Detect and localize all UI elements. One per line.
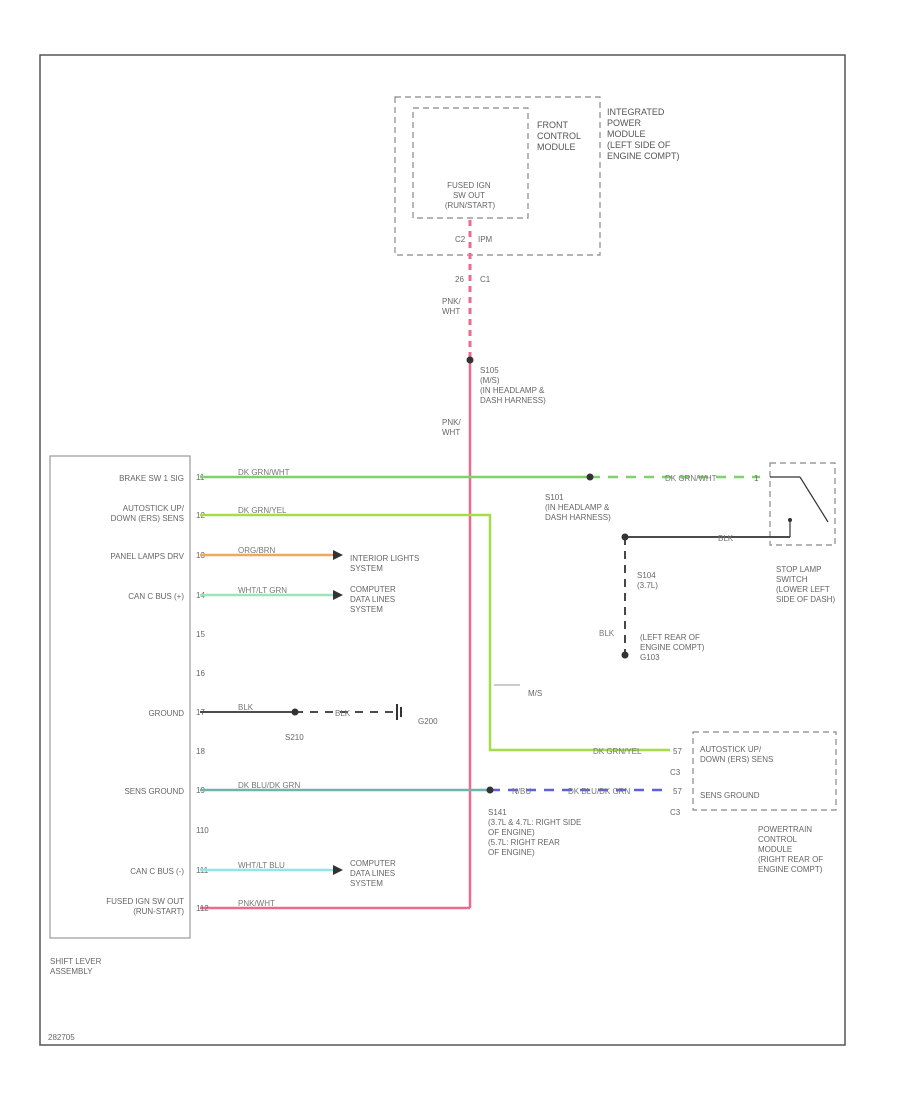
pcm-pin-b: 57 xyxy=(673,787,682,796)
pcm-pin-b-name: SENS GROUND xyxy=(700,791,760,800)
ground-g200-symbol xyxy=(396,704,402,720)
ground-g200-label: G200 xyxy=(418,717,438,726)
shift-lever-box xyxy=(49,455,191,939)
interior-lights-label: INTERIOR LIGHTS SYSTEM xyxy=(350,554,422,573)
pcm-label: POWERTRAIN CONTROL MODULE (RIGHT REAR OF… xyxy=(758,825,825,874)
shifter-pin-number: 15 xyxy=(196,630,205,639)
ipm-label: INTEGRATED POWER MODULE (LEFT SIDE OF EN… xyxy=(607,107,680,161)
arrow-data-lines-2 xyxy=(333,865,343,875)
fused-ign-label: FUSED IGN SW OUT (RUN/START) xyxy=(445,181,496,210)
splice-s105-dot xyxy=(466,356,474,364)
wire-autostick xyxy=(200,513,670,752)
pcm-wire-a-label: DK GRN/YEL xyxy=(593,747,642,756)
shifter-wire-label: WHT/LT BLU xyxy=(238,861,285,870)
arrow-data-lines-1 xyxy=(333,590,343,600)
wire-pk-wt-label-1: PNK/ WHT xyxy=(442,297,463,316)
arrow-interior-lights xyxy=(333,550,343,560)
shifter-wire-label: WHT/LT GRN xyxy=(238,586,287,595)
shift-lever-name: SHIFT LEVER ASSEMBLY xyxy=(50,957,104,976)
ground-g103-dot xyxy=(621,651,629,659)
shifter-pin-label: CAN C BUS (+) xyxy=(128,592,184,601)
stop-lamp-box xyxy=(769,462,836,546)
pcm-conn-a: C3 xyxy=(670,768,681,777)
shifter-wire-label: BLK xyxy=(238,703,254,712)
diagram-frame xyxy=(39,54,846,1046)
stop-lamp-label: STOP LAMP SWITCH (LOWER LEFT SIDE OF DAS… xyxy=(776,565,835,604)
shifter-wire-label: ORG/BRN xyxy=(238,546,276,555)
shifter-wire-label: DK GRN/WHT xyxy=(238,468,290,477)
data-lines-1-label: COMPUTER DATA LINES SYSTEM xyxy=(350,585,398,614)
shifter-pin-label: PANEL LAMPS DRV xyxy=(110,552,184,561)
shifter-pin-label: BRAKE SW 1 SIG xyxy=(119,474,184,483)
pcm-box xyxy=(692,731,837,811)
ipm-pin2-name: C1 xyxy=(480,275,491,284)
ipm-pin2: 26 xyxy=(455,275,464,284)
shifter-pin-label: GROUND xyxy=(148,709,184,718)
shifter-wire-label: PNK/WHT xyxy=(238,899,275,908)
shifter-pin-number: 18 xyxy=(196,747,205,756)
data-lines-2-label: COMPUTER DATA LINES SYSTEM xyxy=(350,859,398,888)
shifter-wire-label: DK BLU/DK GRN xyxy=(238,781,300,790)
figure-id: 282705 xyxy=(48,1033,75,1042)
splice-s141-label: S141 (3.7L & 4.7L: RIGHT SIDE OF ENGINE)… xyxy=(488,808,584,857)
splice-s101-dot xyxy=(586,473,594,481)
g103-wire-label: BLK xyxy=(599,629,615,638)
wire-brake-right-label: DK GRN/WHT xyxy=(665,474,717,483)
pcm-pin-a-name: AUTOSTICK UP/ DOWN (ERS) SENS xyxy=(700,745,773,764)
splice-s141-dot xyxy=(486,786,494,794)
stop-lamp-wire-label: BLK xyxy=(718,534,734,543)
shifter-pin-number: 110 xyxy=(196,826,209,835)
splice-s210-dot xyxy=(291,708,299,716)
wire-sens-left-label: N/BU xyxy=(512,787,531,796)
shifter-pin-label: FUSED IGN SW OUT(RUN-START) xyxy=(106,897,184,916)
shifter-wire-label: DK GRN/YEL xyxy=(238,506,287,515)
wire-pk-wt-label-2: PNK/ WHT xyxy=(442,418,463,437)
ipm-box xyxy=(394,96,601,256)
g103-label: (LEFT REAR OF ENGINE COMPT) G103 xyxy=(640,633,707,662)
splice-s105-label: S105 (M/S) (IN HEADLAMP & DASH HARNESS) xyxy=(480,366,547,405)
stop-lamp-switch-symbol xyxy=(770,476,829,537)
shifter-pin-number: 112 xyxy=(196,904,209,913)
shifter-pin-number: 16 xyxy=(196,669,205,678)
splice-s104-label: S104 (3.7L) xyxy=(637,571,658,590)
shifter-pin-label: AUTOSTICK UP/DOWN (ERS) SENS xyxy=(111,504,185,523)
fcm-box xyxy=(412,107,529,219)
pcm-wire-b-label: DK BLU/DK GRN xyxy=(568,787,630,796)
splice-s101-label: S101 (IN HEADLAMP & DASH HARNESS) xyxy=(545,493,612,522)
fcm-label: FRONT CONTROL MODULE xyxy=(537,120,583,152)
stop-lamp-pin: 1 xyxy=(754,474,759,483)
ipm-pin-name: IPM xyxy=(478,235,493,244)
ground-wire2-label: BLK xyxy=(335,709,351,718)
pcm-conn-b: C3 xyxy=(670,808,681,817)
ipm-pin: C2 xyxy=(455,235,466,244)
ms-note: M/S xyxy=(528,689,542,698)
splice-s210-label: S210 xyxy=(285,733,304,742)
shifter-pin-label: SENS GROUND xyxy=(124,787,184,796)
shifter-pin-label: CAN C BUS (-) xyxy=(130,867,184,876)
pcm-pin-a: 57 xyxy=(673,747,682,756)
